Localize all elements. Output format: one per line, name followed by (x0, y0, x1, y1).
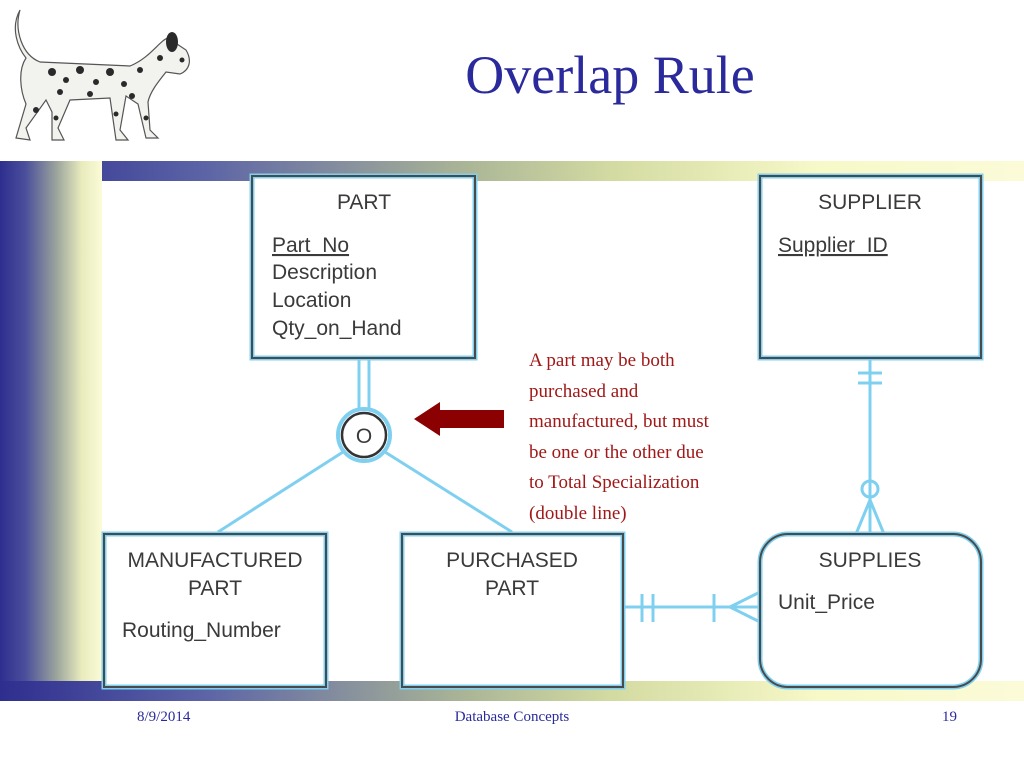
circle-to-purchased-line (384, 450, 513, 534)
supplier-entity: SUPPLIER Supplier_ID (757, 173, 984, 361)
footer-date: 8/9/2014 (137, 709, 191, 725)
explanation-note: A part may be both purchased and manufac… (529, 350, 709, 524)
footer-title: Database Concepts (454, 709, 570, 725)
supplies-crowfoot-bottom (729, 605, 761, 624)
part-entity-name: PART (337, 191, 391, 214)
manufactured-part-name-line1: MANUFACTURED (127, 549, 302, 572)
supplies-crowfoot-top (729, 590, 761, 609)
left-arrow-icon (414, 402, 504, 436)
subtype-circle: O (336, 407, 392, 463)
supplies-entity: SUPPLIES Unit_Price (757, 531, 984, 690)
supplier-key-attribute: Supplier_ID (778, 234, 888, 257)
purchased-part-name-line2: PART (485, 577, 539, 600)
part-entity: PART Part_No Description Location Qty_on… (249, 173, 478, 361)
part-attribute: Qty_on_Hand (272, 317, 402, 340)
crowfoot-right (868, 499, 886, 535)
connector-lines (217, 358, 886, 624)
part-key-attribute: Part_No (272, 234, 349, 257)
circle-to-manufactured-line (217, 450, 344, 534)
manufactured-part-attribute: Routing_Number (122, 619, 281, 642)
purchased-part-entity: PURCHASED PART (399, 531, 626, 690)
footer-page-number: 19 (942, 709, 957, 725)
optional-circle-marker (860, 479, 880, 499)
part-attribute: Location (272, 289, 351, 312)
manufactured-part-entity: MANUFACTURED PART Routing_Number (101, 531, 329, 690)
subtype-circle-label: O (356, 425, 372, 448)
left-gradient-band (0, 161, 102, 701)
slide-title: Overlap Rule (465, 45, 755, 105)
purchased-part-name-line1: PURCHASED (446, 549, 578, 572)
supplies-entity-name: SUPPLIES (819, 549, 922, 572)
supplier-entity-name: SUPPLIER (818, 191, 922, 214)
manufactured-part-name-line2: PART (188, 577, 242, 600)
crowfoot-left (854, 499, 872, 535)
part-attribute: Description (272, 261, 377, 284)
supplies-attribute: Unit_Price (778, 591, 875, 614)
dalmatian-dog-icon (14, 9, 190, 141)
